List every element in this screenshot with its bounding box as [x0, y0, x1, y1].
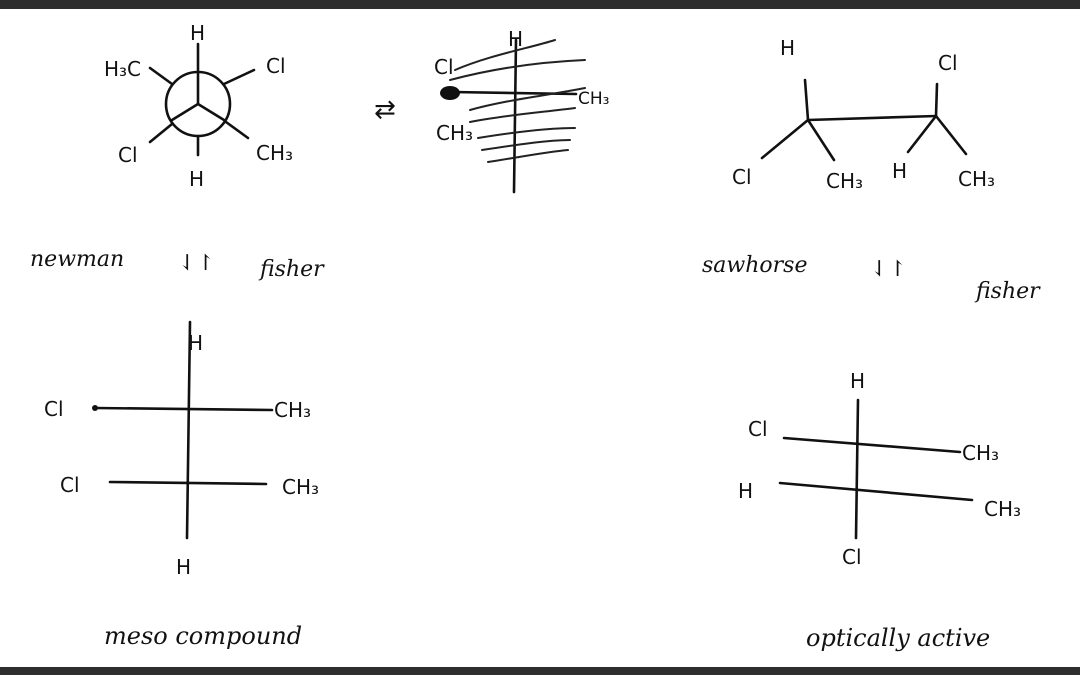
scribble-stroke-2: [449, 59, 586, 81]
newman-bond-top-right: [222, 68, 256, 86]
scribble-stroke-5: [477, 127, 576, 139]
sawhorse-bond-h-mid: [906, 114, 938, 154]
sawhorse-structure: H Cl Cl CH₃ H CH₃: [732, 36, 995, 193]
scribble-stroke-6: [481, 139, 571, 151]
newman-bond-top-left: [148, 66, 174, 86]
fisher-meso-horizontal-1: [93, 406, 274, 412]
fisher-meso-right1: CH₃: [274, 398, 311, 422]
caption-sawhorse: sawhorse: [702, 253, 807, 278]
fisher-meso-left2: Cl: [60, 473, 80, 497]
sawhorse-label-cl-left: Cl: [732, 165, 752, 189]
scribble-label-right: CH₃: [578, 89, 609, 109]
fisher-meso-horizontal-2: [108, 480, 268, 486]
scribble-projection: H Cl CH₃ CH₃ ⇄: [374, 27, 609, 194]
scribble-stroke-1: [454, 39, 556, 71]
newman-front-bond-right: [196, 102, 226, 122]
fisher-active: H Cl CH₃ H CH₃ Cl: [738, 369, 1021, 569]
top-border: [0, 0, 1080, 9]
newman-label-bottom: H: [189, 167, 204, 191]
sawhorse-bond-cl-top: [934, 82, 939, 118]
fisher-meso-bottom: H: [176, 555, 191, 579]
sawhorse-label-h-top: H: [780, 36, 795, 60]
fisher-active-horizontal-2: [778, 481, 974, 502]
scribble-label-left-top: Cl: [434, 55, 454, 79]
fisher-meso: H Cl CH₃ Cl CH₃ H: [44, 320, 319, 579]
newman-front-bond-left: [170, 102, 200, 122]
fisher-meso-right2: CH₃: [282, 475, 319, 499]
scribble-stroke-3: [469, 87, 586, 111]
fisher-active-top: H: [850, 369, 865, 393]
sawhorse-label-cl-top: Cl: [938, 51, 958, 75]
newman-bond-bottom-left: [148, 122, 174, 144]
newman-label-bottom-left: Cl: [118, 143, 138, 167]
newman-label-bottom-right: CH₃: [256, 141, 293, 165]
fisher-meso-dot: [92, 405, 98, 411]
fisher-meso-left1: Cl: [44, 397, 64, 421]
caption-fisher-1: fisher: [258, 257, 325, 282]
fisher-active-left1: Cl: [748, 417, 768, 441]
bottom-captions: meso compound optically active: [104, 622, 990, 652]
caption-meso: meso compound: [104, 622, 302, 650]
caption-newman-arrows: ⇃↾: [178, 251, 215, 276]
fisher-meso-vertical: [185, 320, 192, 540]
sawhorse-bond-ch3-right: [934, 114, 968, 156]
caption-fisher-2: fisher: [974, 279, 1041, 304]
fisher-active-vertical: [854, 398, 860, 540]
fisher-active-horizontal-1: [782, 436, 962, 454]
sawhorse-bond-h-top: [803, 78, 810, 122]
fisher-active-right2: CH₃: [984, 497, 1021, 521]
captions-row: newman ⇃↾ fisher sawhorse ⇃↾ fisher: [30, 247, 1041, 304]
caption-sawhorse-arrows: ⇃↾: [870, 257, 907, 282]
sawhorse-bond-cl-left: [760, 118, 810, 160]
bottom-border: [0, 667, 1080, 675]
scribble-stroke-4: [469, 107, 576, 123]
fisher-active-bottom: Cl: [842, 545, 862, 569]
fisher-active-left2: H: [738, 479, 753, 503]
sawhorse-label-h-mid: H: [892, 159, 907, 183]
newman-label-top: H: [190, 21, 205, 45]
equilibrium-arrow: ⇄: [374, 95, 396, 125]
newman-label-top-left: H₃C: [104, 57, 141, 81]
newman-label-top-right: Cl: [266, 54, 286, 78]
newman-bond-bottom-right: [224, 120, 250, 140]
sawhorse-cc-bond: [806, 114, 938, 122]
fisher-active-right1: CH₃: [962, 441, 999, 465]
scribble-stroke-7: [487, 149, 569, 163]
scribble-label-left-bottom: CH₃: [436, 121, 473, 145]
sawhorse-bond-ch3-mid: [806, 118, 836, 162]
newman-projection: H H H₃C Cl Cl CH₃: [104, 21, 293, 191]
scribble-label-top: H: [508, 27, 523, 51]
caption-optical: optically active: [806, 624, 990, 652]
scribble-ink-blot: [440, 86, 460, 100]
sawhorse-label-ch3-mid: CH₃: [826, 169, 863, 193]
caption-newman: newman: [30, 247, 124, 272]
sawhorse-label-ch3-right: CH₃: [958, 167, 995, 191]
fisher-meso-top: H: [188, 331, 203, 355]
